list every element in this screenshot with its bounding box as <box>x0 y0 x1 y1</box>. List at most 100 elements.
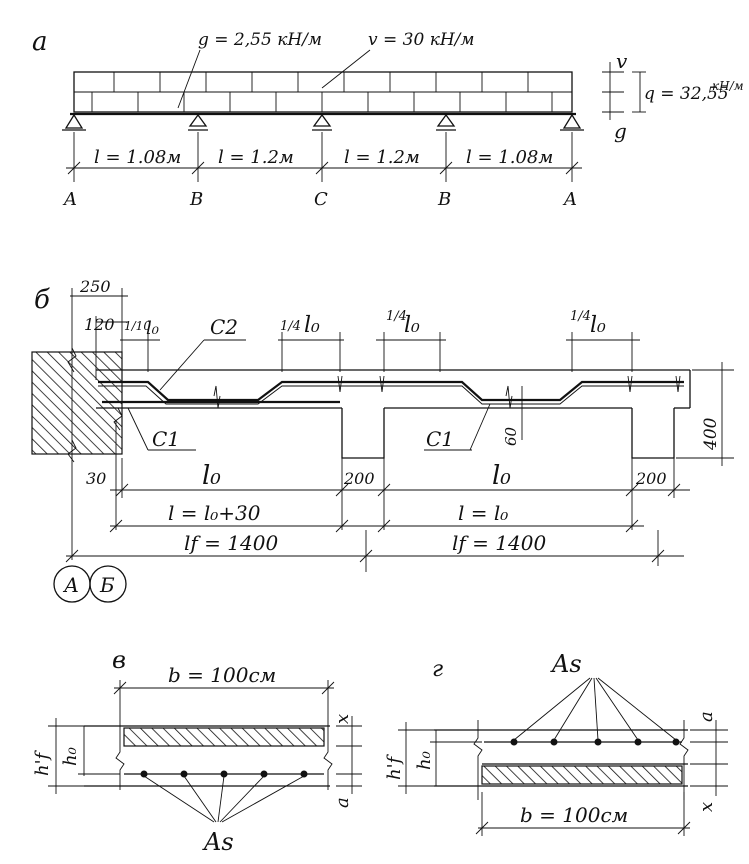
v-hf-label: h'f <box>32 749 53 776</box>
axis-a-label: А <box>62 573 79 597</box>
panel-a-label: а <box>32 27 48 57</box>
dim-400-lines <box>676 362 734 466</box>
l0-label-q3: l₀ <box>590 313 606 338</box>
load-v-leader <box>321 49 371 89</box>
panel-b-slab-section: б 250 120 1/10 l₀ <box>31 277 734 603</box>
mesh-c2 <box>98 380 684 405</box>
load-v-label: v = 30 кН/м <box>368 30 475 50</box>
v-width-dim <box>113 680 335 720</box>
load-g-leader <box>177 49 201 109</box>
c1-right-leader <box>469 403 491 451</box>
l-left-label: l = l₀+30 <box>168 501 261 525</box>
v-height-dims <box>48 716 362 794</box>
g-width-label: b = 100см <box>520 803 628 827</box>
break-lines <box>67 347 123 463</box>
load-q-unit: кН/м <box>712 79 744 93</box>
support-label-c: C <box>314 189 328 210</box>
quarter-span-dims <box>278 332 640 372</box>
v-h0-label: h₀ <box>60 747 81 766</box>
g-as-label: As <box>550 650 582 678</box>
g-h0-label: h₀ <box>414 751 435 770</box>
load-g-label: g = 2,55 кН/м <box>198 30 322 50</box>
load-block <box>70 71 576 116</box>
lf-right-label: lf = 1400 <box>452 531 546 555</box>
dim-30-label: 30 <box>86 469 106 488</box>
quarter-frac-2: 1/4 <box>386 309 407 324</box>
quarter-frac-1: 1/4 <box>280 319 301 334</box>
g-compressed-zone <box>481 765 683 785</box>
span-2-label: l = 1.2м <box>218 147 294 168</box>
v-rebar-dots <box>140 770 308 778</box>
support-label-a-right: A <box>562 189 577 210</box>
dim-200-right: 200 <box>635 469 667 488</box>
span-l0-left: l₀ <box>202 461 221 491</box>
c2-label: C2 <box>210 315 238 339</box>
panel-v-section: в b = 100см As <box>32 646 362 856</box>
l0-label-q2: l₀ <box>404 313 420 338</box>
c1-left-label: C1 <box>152 427 180 451</box>
dim-200-left: 200 <box>343 469 375 488</box>
dim-400-label: 400 <box>701 417 721 451</box>
support-roller-c <box>312 113 332 131</box>
panel-b-label: б <box>34 285 50 315</box>
span-4-label: l = 1.08м <box>466 147 553 168</box>
v-break-right <box>323 720 333 790</box>
frac-1-10-label: 1/10 <box>124 319 151 333</box>
span-dimension-line <box>66 132 582 182</box>
span-3-label: l = 1.2м <box>344 147 420 168</box>
axis-b-label: Б <box>99 573 115 597</box>
c2-leader <box>159 339 205 391</box>
g-break-right <box>679 720 689 800</box>
l-right-label: l = l₀ <box>458 501 508 525</box>
g-hf-label: h'f <box>384 753 405 780</box>
g-rebar-dots <box>510 738 680 746</box>
g-break-left <box>473 720 483 800</box>
g-x-label: x <box>696 802 717 812</box>
supports <box>62 113 584 131</box>
support-roller-b-left <box>188 113 208 131</box>
span-1-label: l = 1.08м <box>94 147 181 168</box>
bar-ends <box>213 375 681 409</box>
v-a-label: a <box>332 797 353 808</box>
v-width-label: b = 100см <box>168 663 276 687</box>
l0-label-left: l₀ <box>146 318 159 339</box>
panel-v-label: в <box>112 646 126 674</box>
l-dim-line <box>109 519 644 533</box>
g-symbol: g <box>614 119 627 143</box>
slab-outline <box>96 369 691 459</box>
c1-left-leader <box>127 407 149 451</box>
panel-g-section: г As b = 100см <box>384 650 728 836</box>
l0-dim-line <box>110 458 690 530</box>
v-symbol: v <box>616 49 628 73</box>
panel-g-label: г <box>432 657 443 682</box>
support-label-b-right: B <box>437 189 451 210</box>
lf-left-label: lf = 1400 <box>184 531 278 555</box>
quarter-frac-3: 1/4 <box>570 309 591 324</box>
dim-250-label: 250 <box>79 277 111 296</box>
v-as-label: As <box>202 828 234 856</box>
axis-bubble-b <box>89 565 127 603</box>
g-width-dim <box>475 792 691 836</box>
panel-a-beam-scheme: а g = 2,55 к <box>32 27 744 210</box>
support-roller-a-right <box>560 113 584 131</box>
v-x-label: x <box>332 714 353 724</box>
dim-120-label: 120 <box>84 315 115 334</box>
lf-dim-line <box>65 530 684 572</box>
dim-60-label: 60 <box>502 426 520 446</box>
g-as-leaders <box>513 677 677 741</box>
l0-label-q1: l₀ <box>304 313 320 338</box>
g-a-label: a <box>696 711 717 722</box>
support-roller-b-right <box>436 113 456 131</box>
c1-right-label: C1 <box>426 427 454 451</box>
v-break-left <box>115 720 125 790</box>
span-l0-right: l₀ <box>492 461 511 491</box>
g-height-dims <box>398 720 728 796</box>
load-q-label: q = 32,55 <box>644 84 729 104</box>
v-compressed-zone <box>123 727 325 747</box>
support-pin-a-left <box>62 113 86 131</box>
load-dimension <box>602 62 646 120</box>
support-label-a-left: A <box>62 189 77 210</box>
support-label-b-left: B <box>189 189 203 210</box>
v-as-leaders <box>143 775 305 823</box>
